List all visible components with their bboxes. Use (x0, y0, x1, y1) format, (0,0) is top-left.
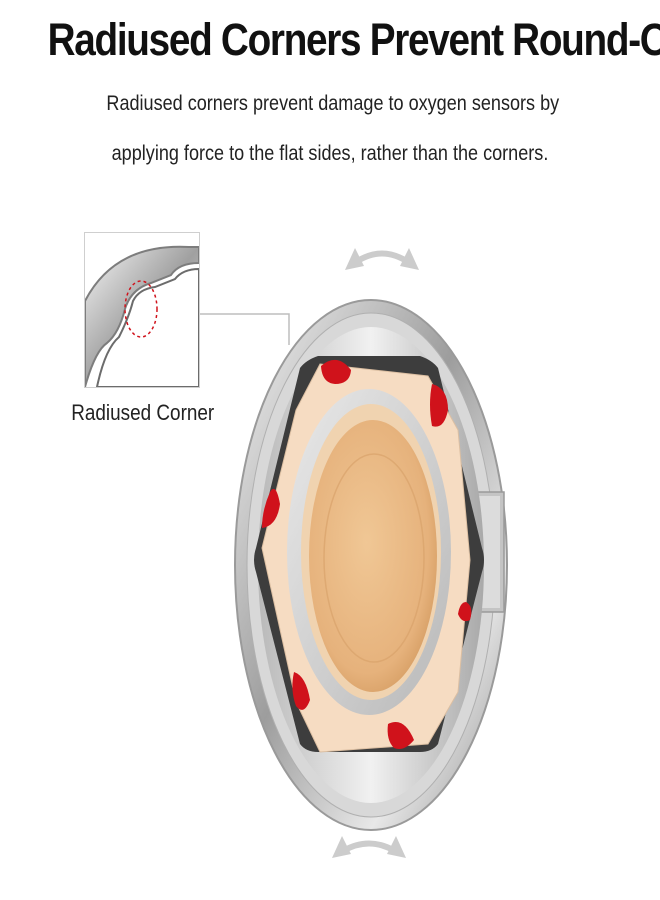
contact-points (262, 359, 472, 749)
subtitle-line-1: Radiused corners prevent damage to oxyge… (106, 92, 560, 115)
double-arrow-icon (345, 248, 419, 270)
callout-line (198, 313, 290, 345)
radiused-corner-highlight (124, 280, 158, 338)
page-title: Radiused Corners Prevent Round-Off (47, 14, 660, 65)
double-arrow-icon (332, 836, 406, 858)
corner-detail-image (85, 233, 199, 387)
callout-label: Radiused Corner (71, 400, 215, 425)
sensor-center (309, 420, 437, 692)
subtitle-line-2: applying force to the flat sides, rather… (111, 142, 549, 165)
radiused-corner-inset (84, 232, 200, 388)
